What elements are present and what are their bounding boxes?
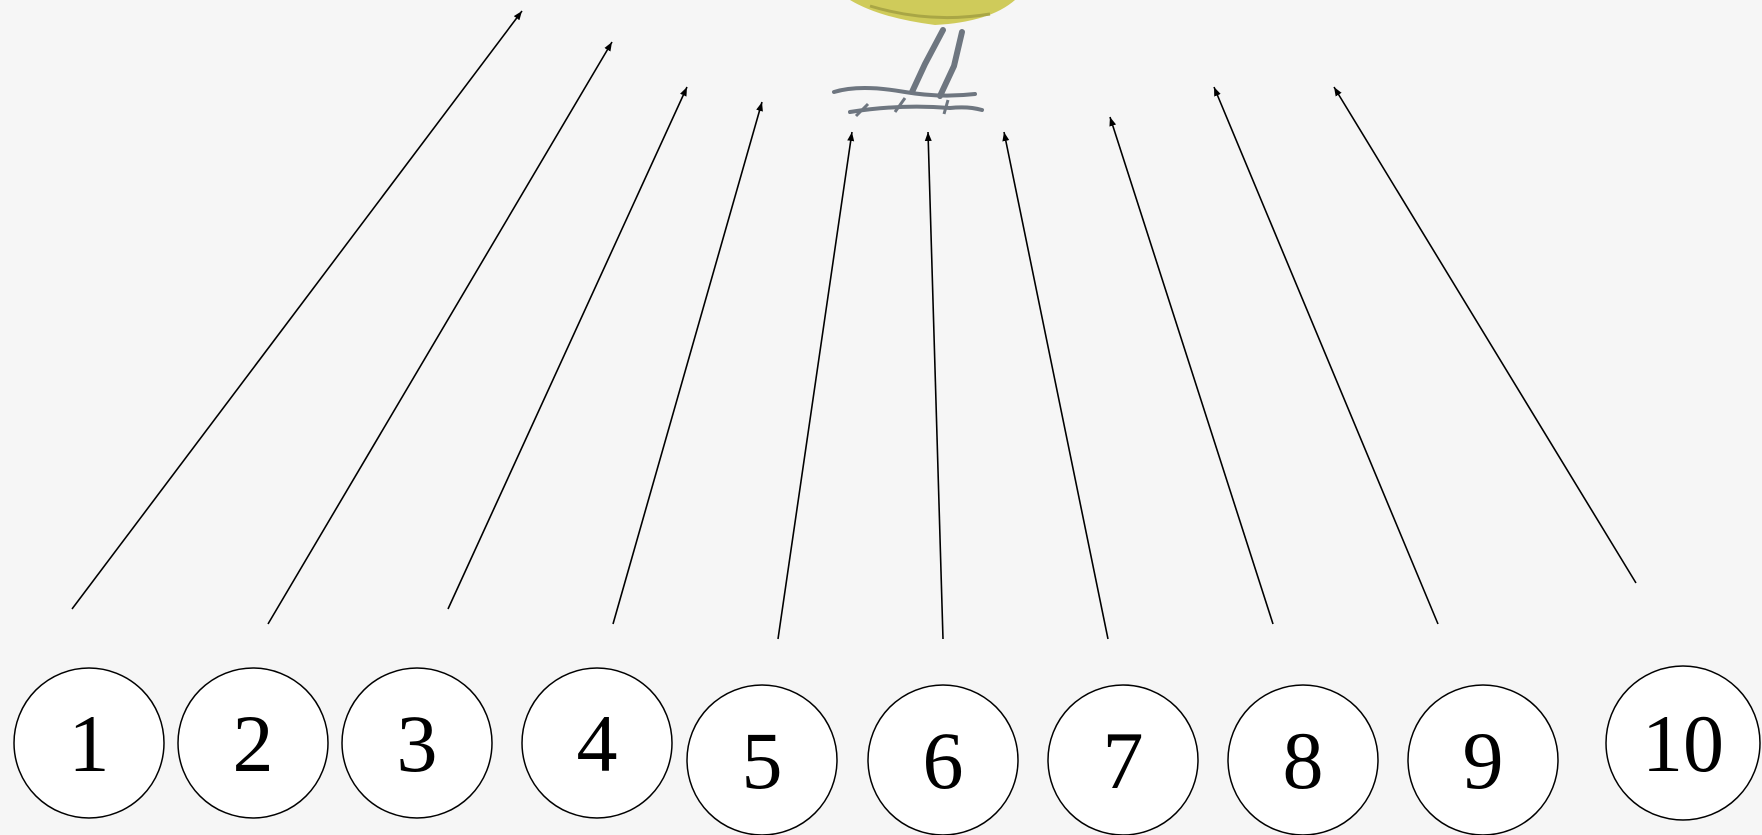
number-label: 6 — [923, 715, 964, 806]
number-label: 3 — [397, 698, 438, 789]
number-label: 10 — [1642, 698, 1724, 789]
number-label: 5 — [742, 715, 783, 806]
number-circle-4: 4 — [522, 668, 672, 818]
number-label: 1 — [69, 698, 110, 789]
number-circle-10: 10 — [1606, 666, 1760, 820]
number-label: 4 — [577, 698, 618, 789]
number-label: 2 — [233, 698, 274, 789]
arrow-10 — [1334, 87, 1636, 583]
number-circle-3: 3 — [342, 668, 492, 818]
arrow-3 — [448, 87, 687, 609]
arrow-5 — [778, 132, 852, 639]
arrow-6 — [928, 132, 943, 639]
bird-icon — [834, 0, 1015, 116]
number-circle-7: 7 — [1048, 685, 1198, 835]
number-circle-5: 5 — [687, 685, 837, 835]
arrow-7 — [1004, 132, 1108, 639]
number-label: 7 — [1103, 715, 1144, 806]
number-circle-9: 9 — [1408, 685, 1558, 835]
arrow-2 — [268, 42, 612, 624]
number-circle-6: 6 — [868, 685, 1018, 835]
arrow-8 — [1110, 117, 1273, 624]
arrow-4 — [613, 102, 762, 624]
number-circle-group: 1 2 3 4 5 6 7 8 9 10 — [14, 666, 1760, 835]
number-circle-2: 2 — [178, 668, 328, 818]
number-label: 8 — [1283, 715, 1324, 806]
arrow-group — [72, 11, 1636, 639]
number-circle-8: 8 — [1228, 685, 1378, 835]
number-circle-1: 1 — [14, 668, 164, 818]
number-label: 9 — [1463, 715, 1504, 806]
